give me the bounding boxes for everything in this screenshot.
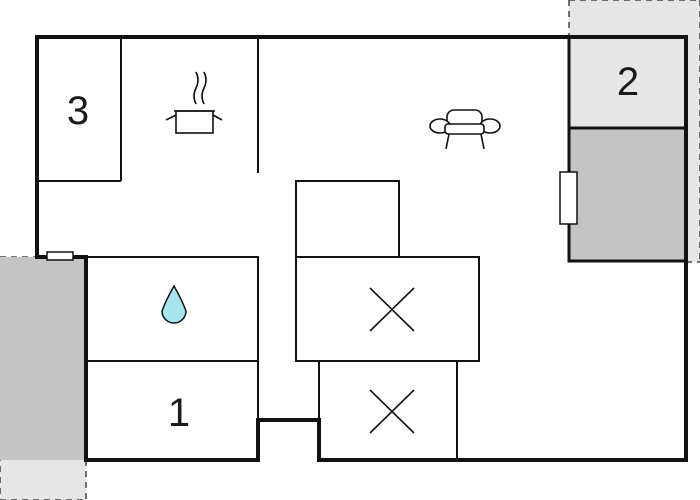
porch-left — [0, 257, 86, 460]
room-label-1: 1 — [168, 391, 190, 435]
window-right — [559, 171, 578, 225]
window-left — [46, 251, 74, 261]
sofa-icon — [429, 109, 501, 150]
balcony-right — [569, 128, 686, 261]
cooking-pot-icon — [165, 71, 223, 134]
cross-icon-lower — [369, 389, 415, 434]
water-drop-icon — [161, 284, 187, 324]
room-label-3: 3 — [67, 89, 89, 133]
cross-icon-upper — [369, 287, 415, 332]
room-label-2: 2 — [617, 60, 639, 104]
